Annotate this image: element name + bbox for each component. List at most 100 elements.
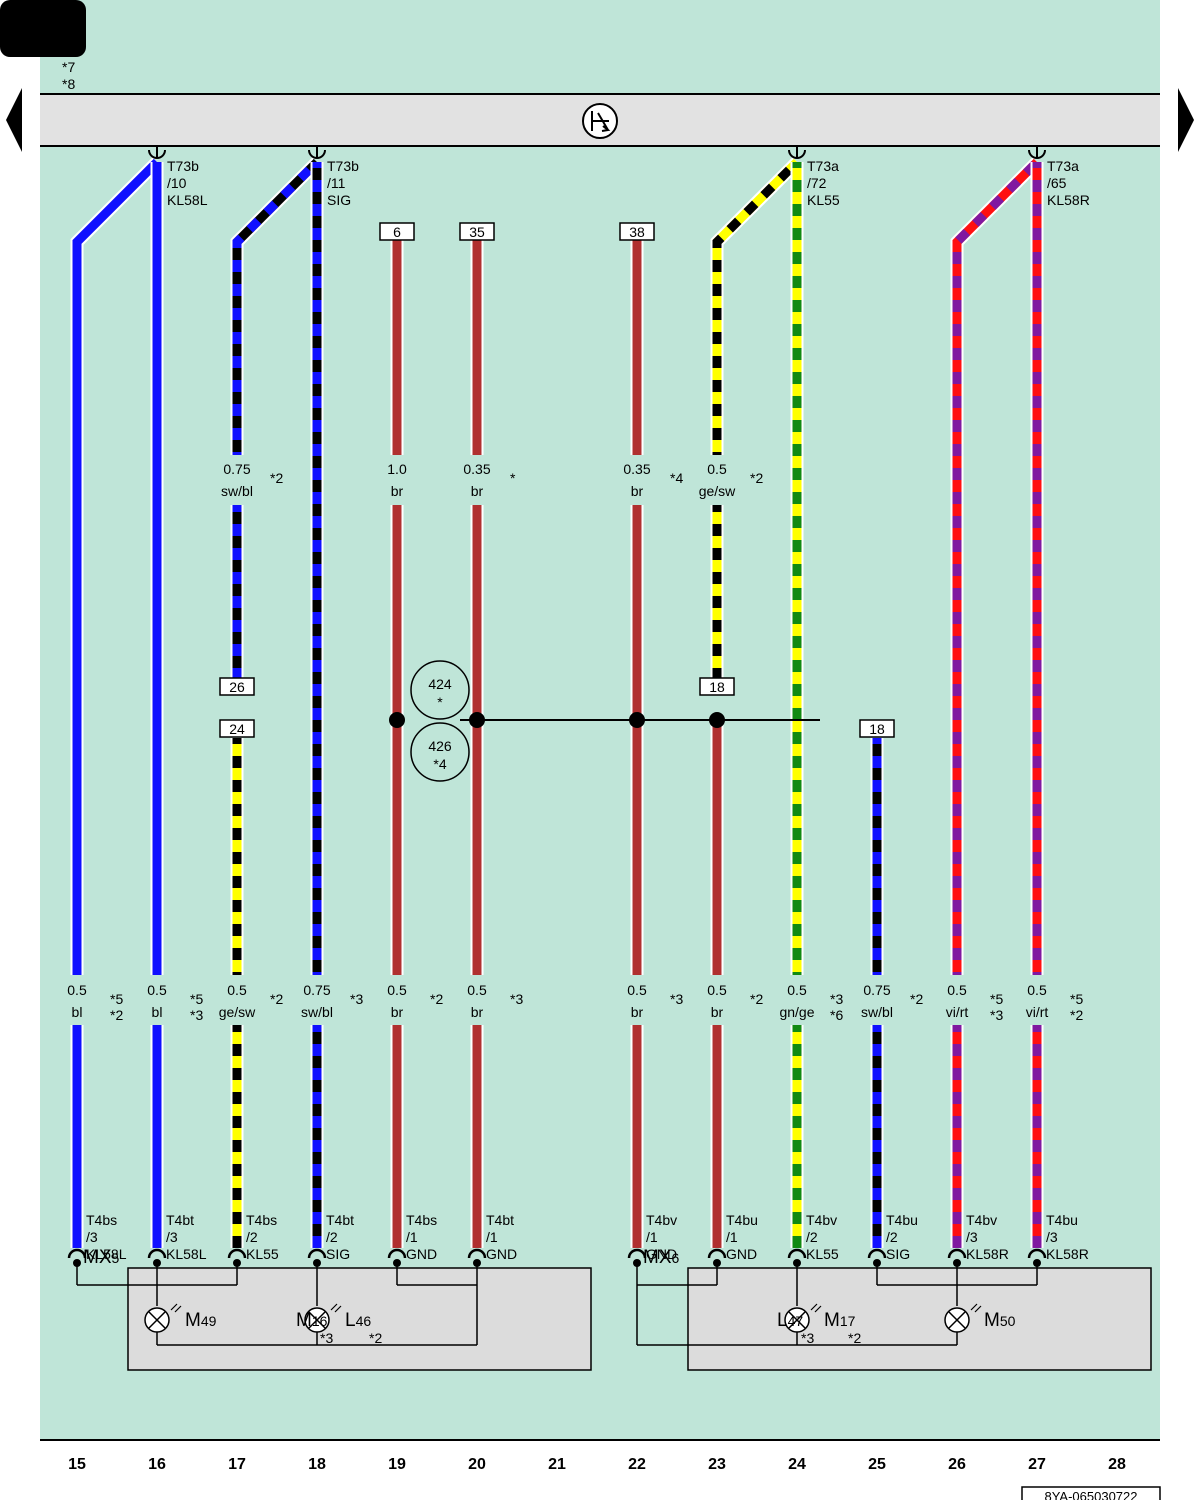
connector-pin-number: 38 xyxy=(629,224,645,240)
module-name: MX xyxy=(643,1247,672,1268)
splice-node xyxy=(709,712,725,728)
prev-page-arrow-icon[interactable] xyxy=(6,88,22,152)
pin-arc-icon xyxy=(467,1248,487,1259)
wire-color: br xyxy=(631,1004,644,1020)
pin-label: /3 xyxy=(966,1229,978,1245)
pin-label: T4bt xyxy=(166,1212,194,1228)
connector-pin-box xyxy=(699,677,735,696)
wire-note: *5 xyxy=(1070,991,1083,1007)
lamp-cross xyxy=(308,1311,326,1329)
connector-label: /11 xyxy=(327,175,346,191)
connector-label: KL58R xyxy=(1047,192,1090,208)
light-ray xyxy=(970,1303,982,1313)
connector-label: SIG xyxy=(327,192,351,208)
column-number: 24 xyxy=(788,1456,806,1473)
pin-label: /1 xyxy=(726,1229,738,1245)
pin-dot xyxy=(473,1259,481,1267)
wire-color: br xyxy=(391,483,404,499)
component-label: M49 xyxy=(185,1310,217,1331)
column-number: 27 xyxy=(1028,1456,1046,1473)
wire-label-gap xyxy=(790,975,804,1025)
pin-label: T4bs xyxy=(246,1212,277,1228)
ground-symbol-glyph xyxy=(591,111,611,132)
pin-arc-icon xyxy=(867,1248,887,1259)
wire-color: br xyxy=(471,1004,484,1020)
wire-size: 0.5 xyxy=(387,982,407,998)
wire-color: bl xyxy=(152,1004,163,1020)
pin-label: KL58R xyxy=(966,1246,1009,1262)
pin-label: /1 xyxy=(486,1229,498,1245)
splice-note: * xyxy=(437,694,443,710)
header-note: *7 xyxy=(62,59,75,75)
pin-arc-icon xyxy=(947,1248,967,1259)
component-sub: 16 xyxy=(312,1313,328,1329)
wire-size: 0.5 xyxy=(707,461,727,477)
component-name: M xyxy=(984,1310,1000,1331)
wire-color: sw/bl xyxy=(221,483,253,499)
connector-label: T73a xyxy=(1047,158,1079,174)
column-number: 16 xyxy=(148,1456,166,1473)
wire-note: *2 xyxy=(1070,1007,1083,1023)
wire-note: *5 xyxy=(990,991,1003,1007)
wire-label-gap xyxy=(470,455,484,505)
lamp-cross xyxy=(948,1311,966,1329)
column-number: 26 xyxy=(948,1456,966,1473)
next-page-arrow-icon[interactable] xyxy=(1178,88,1194,152)
pin-label: /2 xyxy=(326,1229,338,1245)
wire-label-gap xyxy=(390,455,404,505)
wire-size: 0.5 xyxy=(787,982,807,998)
wire-note: *3 xyxy=(350,991,363,1007)
module-sub: 5 xyxy=(112,1250,120,1266)
connector-label: T73a xyxy=(807,158,839,174)
pin-arc-icon xyxy=(227,1248,247,1259)
lamp-icon xyxy=(144,1303,182,1333)
wire-label-gap xyxy=(390,975,404,1025)
wire-color: vi/rt xyxy=(1026,1004,1049,1020)
connector-pin-number: 18 xyxy=(709,679,725,695)
connector-pin-box xyxy=(619,222,655,241)
splice-node xyxy=(469,712,485,728)
wire-size: 0.75 xyxy=(223,461,250,477)
wire-color: sw/bl xyxy=(301,1004,333,1020)
pin-label: KL55 xyxy=(246,1246,279,1262)
component-label: M17 xyxy=(824,1310,856,1331)
pin-label: /2 xyxy=(806,1229,818,1245)
ground-bus xyxy=(40,93,1160,147)
pin-label: /3 xyxy=(1046,1229,1058,1245)
wire-stripe xyxy=(712,158,801,680)
connector-pin-number: 18 xyxy=(869,721,885,737)
column-number: 21 xyxy=(548,1456,566,1473)
wire-label-gap xyxy=(230,455,244,505)
wire-label-gap xyxy=(470,975,484,1025)
component-label: L47 xyxy=(777,1310,803,1331)
connector-pin-box xyxy=(459,222,495,241)
splice-ring xyxy=(410,660,470,720)
pin-label: T4bt xyxy=(486,1212,514,1228)
column-number: 25 xyxy=(868,1456,886,1473)
component-sub: 50 xyxy=(1000,1313,1016,1329)
component-note: *3 xyxy=(801,1330,814,1346)
wire-note: *4 xyxy=(670,470,683,486)
component-label: M50 xyxy=(984,1310,1016,1331)
wire-color: sw/bl xyxy=(861,1004,893,1020)
wire-color: br xyxy=(471,483,484,499)
connector-label: T73b xyxy=(327,158,359,174)
pin-dot xyxy=(233,1259,241,1267)
component-sub: 47 xyxy=(788,1313,804,1329)
wire-note: *2 xyxy=(270,991,283,1007)
pin-label: T4bv xyxy=(646,1212,677,1228)
component-sub: 17 xyxy=(840,1313,856,1329)
wire-size: 0.35 xyxy=(463,461,490,477)
connector-pin-number: 6 xyxy=(393,224,401,240)
pin-arc-icon xyxy=(67,1248,87,1259)
connector-label: /72 xyxy=(807,175,827,191)
column-number: 22 xyxy=(628,1456,646,1473)
splice-node xyxy=(629,712,645,728)
pin-label: T4bt xyxy=(326,1212,354,1228)
pin-arc-icon xyxy=(787,1248,807,1259)
wire-size: 0.5 xyxy=(467,982,487,998)
pin-dot xyxy=(953,1259,961,1267)
column-number: 28 xyxy=(1108,1456,1126,1473)
wire xyxy=(72,158,161,1248)
